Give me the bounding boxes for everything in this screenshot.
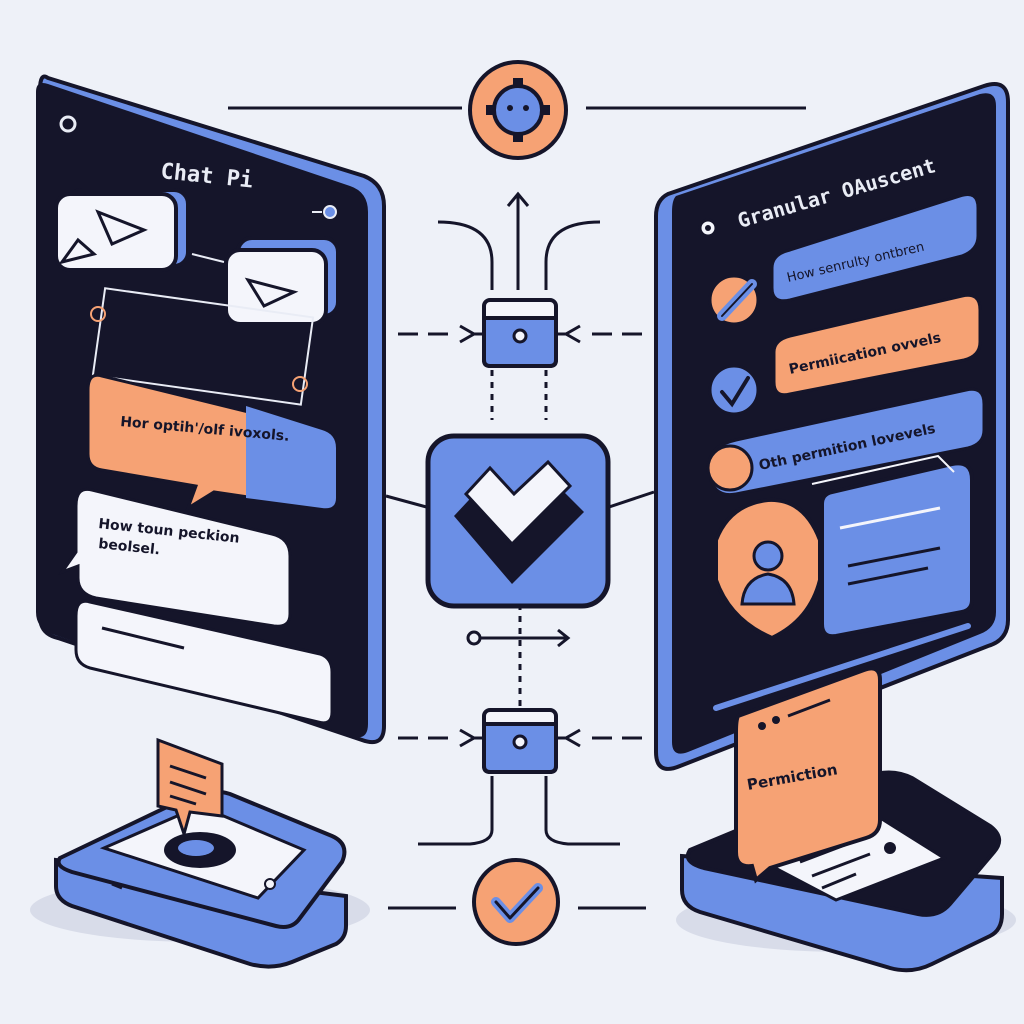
check-icon xyxy=(454,459,584,584)
consent-option-3[interactable]: Oth permition lovevels xyxy=(706,387,986,497)
message-input-bar[interactable] xyxy=(74,599,334,725)
chat-bubble-white-line2: beolsel. xyxy=(98,536,161,558)
left-phone: Chat Pi Hor optih'/o xyxy=(36,74,386,745)
message-card-1[interactable] xyxy=(54,188,190,272)
lock-node-bottom[interactable] xyxy=(482,708,558,774)
check-icon xyxy=(708,364,760,416)
permission-card[interactable]: Permiction xyxy=(734,666,882,884)
lock-icon xyxy=(512,734,528,750)
bottom-left-device xyxy=(30,737,370,969)
lock-node-top[interactable] xyxy=(482,298,558,368)
camera-dot xyxy=(59,115,77,133)
check-icon xyxy=(708,274,760,326)
send-icon xyxy=(244,277,299,308)
document-icon xyxy=(156,737,224,840)
avatar-shield xyxy=(714,497,822,641)
consent-check-tile[interactable] xyxy=(425,433,611,609)
details-card[interactable] xyxy=(811,454,974,639)
input-frame[interactable] xyxy=(90,287,315,406)
check-icon xyxy=(491,883,543,923)
status-dot xyxy=(323,205,337,219)
consent-option-2[interactable]: Permiication ovvels xyxy=(708,293,982,416)
approved-badge xyxy=(472,858,560,946)
user-icon xyxy=(740,540,796,606)
send-icon xyxy=(95,209,148,246)
chat-bubble-white[interactable]: How toun peckion beolsel. xyxy=(57,487,292,628)
consent-option-1[interactable]: How senrulty ontbren xyxy=(708,193,980,326)
bottom-right-device: Permiction xyxy=(676,666,1016,973)
message-card-2[interactable] xyxy=(224,236,340,326)
right-phone: Granular OAuscent How senrulty ontbren P… xyxy=(654,82,1010,771)
lock-icon xyxy=(512,328,528,344)
gear-icon xyxy=(486,78,550,142)
gear-badge xyxy=(468,60,568,160)
center-flow xyxy=(385,324,655,910)
top-connectors xyxy=(228,106,806,290)
chat-bubble-orange[interactable]: Hor optih'/olf ivoxols. xyxy=(86,373,338,512)
